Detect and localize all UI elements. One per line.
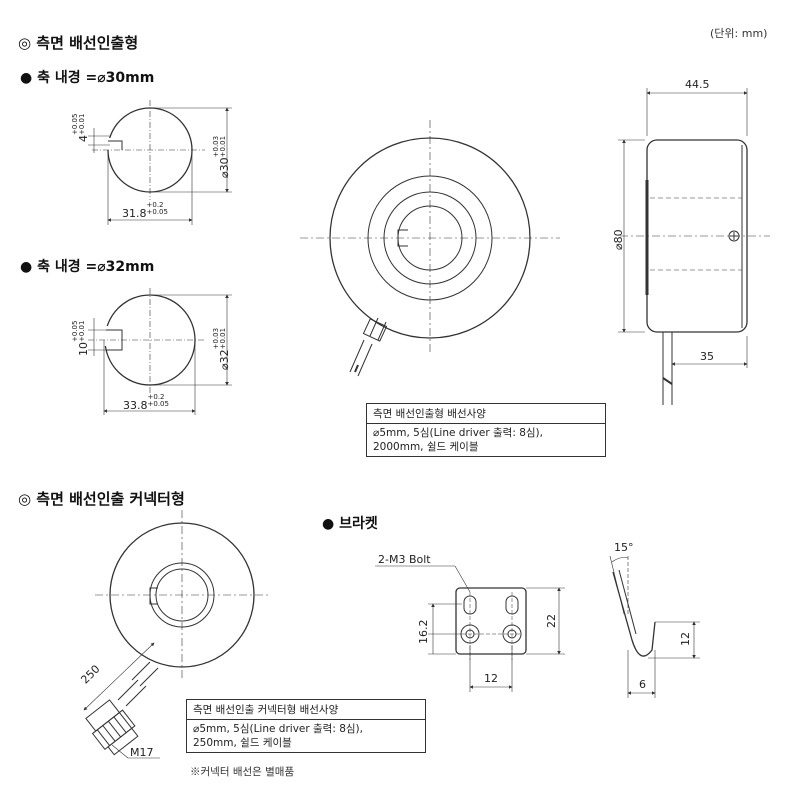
bore30-heading: ● 축 내경 =⌀30mm <box>20 70 155 86</box>
bracket-dim-22: 22 <box>545 614 558 628</box>
spec1-line1: ⌀5mm, 5심(Line driver 출력: 8심), <box>373 427 543 439</box>
bore32-key-dim: 10+0.05+0.01 <box>71 320 90 356</box>
spec1-title: 측면 배선인출형 배선사양 <box>367 404 605 424</box>
bore32-width-dim: 33.8+0.2+0.05 <box>123 393 169 413</box>
bore32-drawing <box>88 288 232 415</box>
spec1-line2: 2000mm, 쉴드 케이블 <box>373 441 479 453</box>
bracket-bolt-label: 2-M3 Bolt <box>378 553 431 566</box>
side-cable-dim: 35 <box>700 350 714 363</box>
bracket-heading: ● 브라켓 <box>322 516 378 532</box>
bracket-angle: 15° <box>614 541 634 554</box>
bore30-drawing <box>88 100 232 225</box>
connector-note: ※커넥터 배선은 별매품 <box>190 766 295 778</box>
bracket-dim-12-side: 12 <box>679 632 692 646</box>
side-dia-dim: ⌀80 <box>612 229 625 250</box>
spec2-title: 측면 배선인출 커넥터형 배선사양 <box>187 700 425 720</box>
spec2-line1: ⌀5mm, 5심(Line driver 출력: 8심), <box>193 723 363 735</box>
spec1-box: 측면 배선인출형 배선사양 ⌀5mm, 5심(Line driver 출력: 8… <box>366 403 606 457</box>
connector-thread-label: M17 <box>130 746 154 759</box>
bore32-heading: ● 축 내경 =⌀32mm <box>20 259 155 275</box>
section2-title: ◎ 측면 배선인출 커넥터형 <box>18 490 185 508</box>
section1-title: ◎ 측면 배선인출형 <box>18 34 139 52</box>
bore30-dia-dim: ⌀30+0.03+0.01 <box>212 135 231 178</box>
side-width-dim: 44.5 <box>685 78 710 91</box>
bracket-dim-12-bottom: 12 <box>484 672 498 685</box>
bracket-side-view <box>609 555 700 698</box>
spec2-box: 측면 배선인출 커넥터형 배선사양 ⌀5mm, 5심(Line driver 출… <box>186 699 426 753</box>
encoder-front-view <box>300 120 560 377</box>
encoder-side-view <box>618 88 770 405</box>
connector-encoder-view <box>83 510 270 759</box>
unit-note: (단위: mm) <box>710 27 768 40</box>
bore32-dia-dim: ⌀32+0.03+0.01 <box>212 327 231 370</box>
bore30-key-dim: 4+0.05+0.01 <box>71 113 90 142</box>
bracket-dim-6: 6 <box>639 678 646 691</box>
bracket-front-view <box>375 565 565 692</box>
spec2-line2: 250mm, 쉴드 케이블 <box>193 737 292 749</box>
bracket-dim-16-2: 16.2 <box>417 619 430 645</box>
bore30-width-dim: 31.8+0.2+0.05 <box>122 201 168 221</box>
